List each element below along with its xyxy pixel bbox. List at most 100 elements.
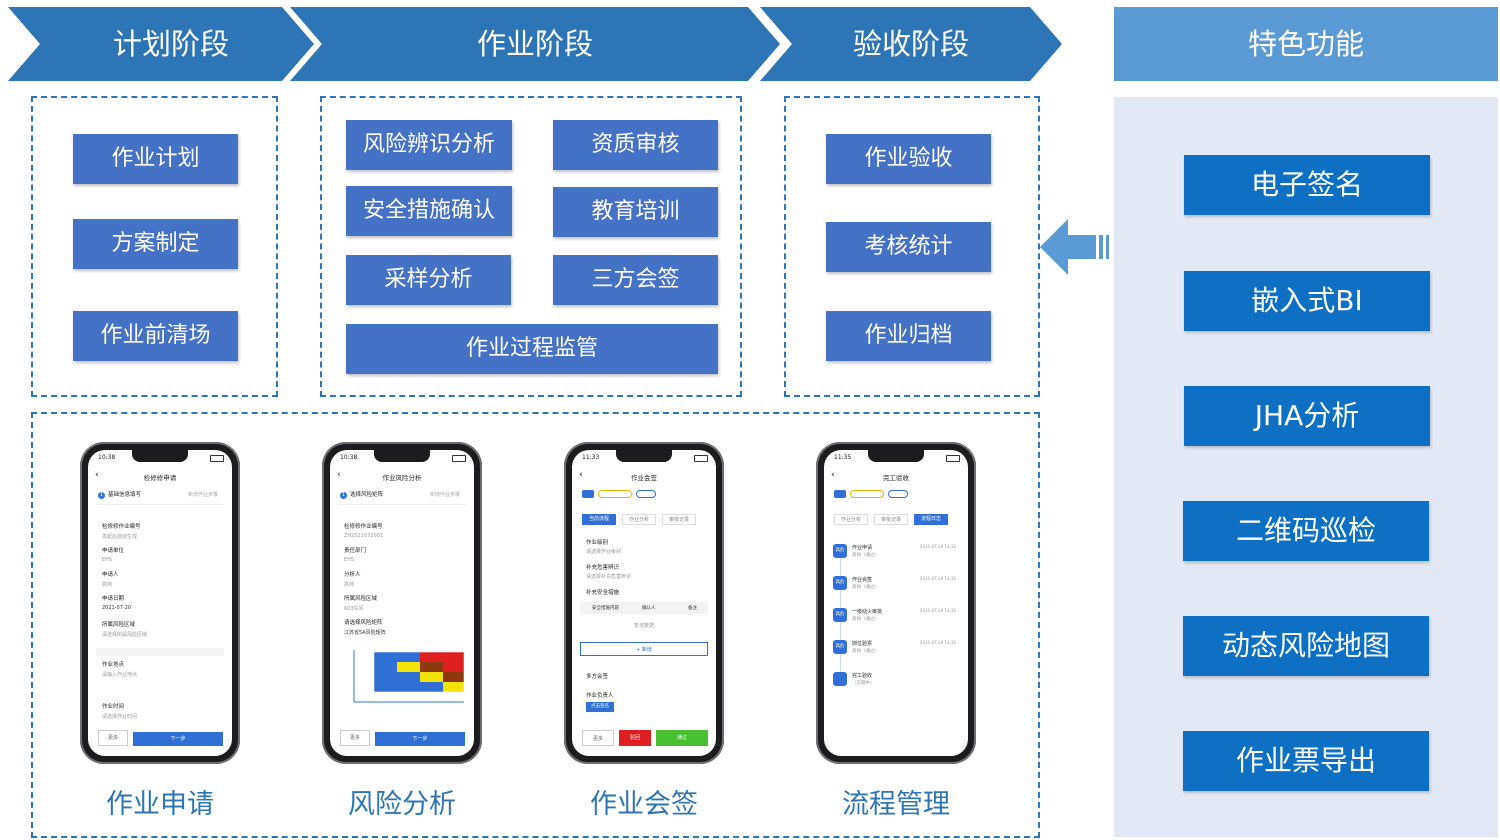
tab-approval-records[interactable]: 审批记录 xyxy=(662,514,696,525)
feature-ticket-export[interactable]: 作业票导出 xyxy=(1183,731,1429,791)
field-label: 作业时间 xyxy=(102,704,125,710)
tab-flow-log[interactable]: 流程日志 xyxy=(914,514,948,525)
field-label: 所属风险区域 xyxy=(344,596,378,602)
back-icon[interactable]: ‹ xyxy=(95,470,99,480)
field-label: 责任部门 xyxy=(344,548,367,554)
timeline-step-status: 高帅（通过） xyxy=(852,553,879,558)
column-header: 确认人 xyxy=(642,606,656,611)
field-label: 申请人 xyxy=(102,572,119,578)
field-label: 检修修作业编号 xyxy=(344,524,383,530)
field-value[interactable]: 请选择所属风险区域 xyxy=(102,632,148,638)
field-label: 作业级别 xyxy=(586,540,609,546)
feature-embedded-bi[interactable]: 嵌入式BI xyxy=(1184,271,1430,331)
status-badge xyxy=(582,490,594,498)
work-item-training[interactable]: 教育培训 xyxy=(553,187,718,237)
timeline-step-name: 一级动火审批 xyxy=(852,609,883,615)
tab-work-analysis[interactable]: 作业分析 xyxy=(834,514,868,525)
field-label: 请选择风险矩阵 xyxy=(344,620,383,626)
tab-approval-records[interactable]: 审批记录 xyxy=(874,514,908,525)
field-value[interactable]: 请选择补充危害辨识 xyxy=(586,574,632,580)
feature-risk-map[interactable]: 动态风险地图 xyxy=(1183,616,1429,676)
field-value[interactable]: 江苏省5A风险矩阵 xyxy=(344,630,386,636)
field-label: 申请单位 xyxy=(102,548,125,554)
plan-group xyxy=(31,96,278,397)
work-item-safety-confirm[interactable]: 安全措施确认 xyxy=(346,186,512,236)
work-item-risk-identification[interactable]: 风险辨识分析 xyxy=(346,120,512,170)
back-icon[interactable]: ‹ xyxy=(579,470,583,480)
field-value[interactable]: 请选择作业时间 xyxy=(102,714,138,720)
field-value[interactable]: 请输入作业地点 xyxy=(102,672,138,678)
phone-flow-management: 11:35 ‹ 完工验收 作业分析 审批记录 流程日志 高危 作业申请 高帅（通… xyxy=(816,442,976,764)
approve-button[interactable]: 通过 xyxy=(656,730,708,746)
timeline-step-status: （在哪中） xyxy=(852,681,875,686)
step-label: 基础信息填写 xyxy=(108,492,142,498)
caption-risk-analysis: 风险分析 xyxy=(348,789,456,820)
more-button[interactable]: 更多 xyxy=(340,730,370,746)
field-value: 发起后自动生成 xyxy=(102,534,138,540)
timeline-step-name: 作业会签 xyxy=(852,577,873,583)
next-button[interactable]: 下一步 xyxy=(375,732,465,746)
accept-item-statistics[interactable]: 考核统计 xyxy=(826,222,991,272)
status-time: 10:38 xyxy=(98,454,116,461)
timeline-step-status: 高帅（通过） xyxy=(852,649,879,654)
accept-group xyxy=(784,96,1040,397)
column-header: 备注 xyxy=(688,606,697,611)
back-icon[interactable]: ‹ xyxy=(831,470,835,480)
timeline-step-name: 作业申请 xyxy=(852,545,873,551)
timeline-step-time: 2021-07-20 11:32 xyxy=(920,544,957,549)
tag-chip xyxy=(850,490,884,498)
work-item-supervision[interactable]: 作业过程监管 xyxy=(346,324,718,374)
plan-item-clearance[interactable]: 作业前清场 xyxy=(73,311,238,361)
timeline-step-time: 2021-07-20 11:35 xyxy=(920,640,957,645)
work-item-qualification[interactable]: 资质审核 xyxy=(553,120,718,170)
tab-current-flow[interactable]: 当前流程 xyxy=(582,514,616,525)
stage-accept: 验收阶段 xyxy=(760,7,1062,81)
reject-button[interactable]: 驳回 xyxy=(619,730,651,746)
plan-item-work-plan[interactable]: 作业计划 xyxy=(73,134,238,184)
phone-screen: 11:33 ‹ 作业会签 当前流程 作业分析 审批记录 作业级别 请选择作业级别… xyxy=(572,450,716,756)
features-panel xyxy=(1114,97,1498,837)
more-button[interactable]: 更多 xyxy=(582,730,614,746)
field-label: 申请日期 xyxy=(102,596,125,602)
measures-table-header: 安全措施内容 确认人 备注 xyxy=(580,602,708,614)
chevron-shape xyxy=(290,7,780,81)
field-value[interactable]: 请选择作业级别 xyxy=(586,549,622,555)
stage-work: 作业阶段 xyxy=(290,7,780,81)
field-label: 作业负责人 xyxy=(586,693,614,699)
field-value: ZH2021072001 xyxy=(344,533,383,539)
tag-chip xyxy=(598,490,632,498)
field-value: 高帅 xyxy=(102,582,113,588)
battery-icon xyxy=(210,455,224,462)
step-label: 选择风险矩阵 xyxy=(350,492,384,498)
accept-item-archive[interactable]: 作业归档 xyxy=(826,311,991,361)
stage-plan: 计划阶段 xyxy=(8,7,314,81)
accept-item-acceptance[interactable]: 作业验收 xyxy=(826,134,991,184)
field-label: 作业地点 xyxy=(102,662,125,668)
plan-item-scheme[interactable]: 方案制定 xyxy=(73,219,238,269)
phone-work-sign: 11:33 ‹ 作业会签 当前流程 作业分析 审批记录 作业级别 请选择作业级别… xyxy=(564,442,724,764)
add-button[interactable]: + 新增 xyxy=(580,642,708,656)
battery-icon xyxy=(452,455,466,462)
stage-accept-label: 验收阶段 xyxy=(852,27,969,61)
feature-qrcode-inspection[interactable]: 二维码巡检 xyxy=(1183,501,1429,561)
feature-e-signature[interactable]: 电子签名 xyxy=(1184,155,1430,215)
field-value: 603车间 xyxy=(344,606,364,612)
feature-jha-analysis[interactable]: JHA分析 xyxy=(1184,386,1430,446)
work-item-tripartite-sign[interactable]: 三方会签 xyxy=(553,255,718,305)
field-value[interactable]: 2021-07-20 xyxy=(102,605,132,611)
tab-work-analysis[interactable]: 作业分析 xyxy=(622,514,656,525)
more-button[interactable]: 更多 xyxy=(98,730,128,746)
status-badge xyxy=(834,490,846,498)
back-icon[interactable]: ‹ xyxy=(337,470,341,480)
timeline-step-status: 高帅（通过） xyxy=(852,617,879,622)
column-header: 安全措施内容 xyxy=(592,606,619,611)
step-next-label: 新增作业步骤 xyxy=(429,492,460,498)
work-item-sampling[interactable]: 采样分析 xyxy=(346,255,511,305)
field-value: EHS xyxy=(102,557,113,563)
sign-button[interactable]: 点击签名 xyxy=(586,702,614,712)
next-button[interactable]: 下一步 xyxy=(133,732,223,746)
